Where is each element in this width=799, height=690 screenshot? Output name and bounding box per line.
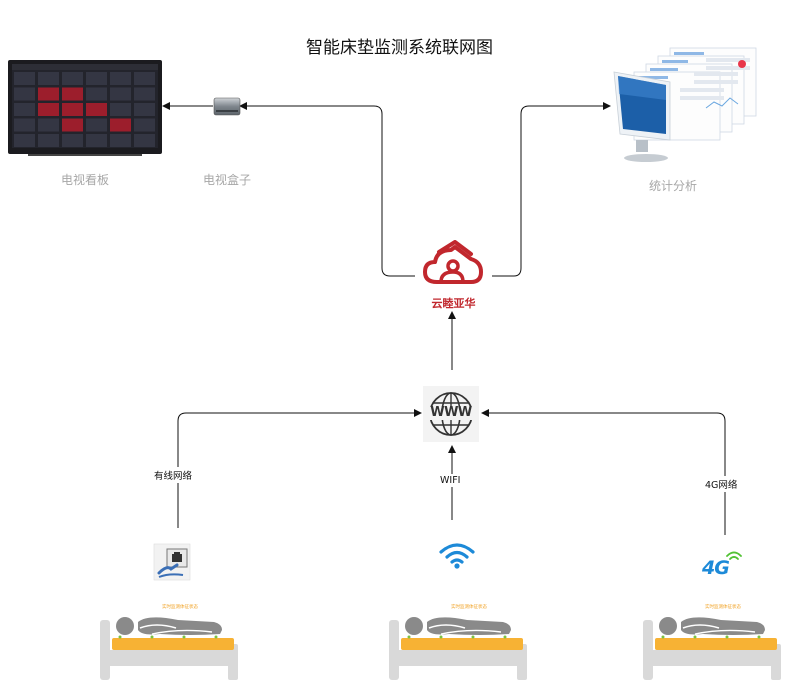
- tv-dashboard-cell: [14, 103, 35, 116]
- tv-dashboard-cell: [38, 103, 59, 116]
- tv-dashboard-cell: [62, 118, 83, 132]
- monitor-analytics-icon: [613, 47, 757, 162]
- globe-text: WWW: [430, 405, 472, 420]
- globe-icon: [426, 392, 476, 436]
- tv-dashboard-cell: [38, 118, 59, 132]
- edge-4g-to-internet: [481, 409, 726, 535]
- cloud-logo-text: 云睦亚华: [431, 297, 476, 310]
- tv-dashboard-cell: [62, 103, 83, 116]
- tv-dashboard-icon: [8, 60, 162, 156]
- tv-dashboard-cell: [86, 72, 107, 85]
- edge-label-wifi: WIFI: [438, 474, 463, 487]
- stats-label: 统计分析: [648, 179, 697, 193]
- diagram-title: 智能床垫监测系统联网图: [306, 38, 493, 58]
- tv-dashboard-cell: [14, 118, 35, 132]
- tv-dashboard-cell: [38, 72, 59, 85]
- bed-3: 实时监测体征状态: [643, 604, 783, 682]
- tv-dashboard-cell: [110, 103, 131, 116]
- 4g-icon: [726, 551, 742, 560]
- bed-status-tag: 实时监测体征状态: [705, 605, 741, 610]
- bed-with-person-icon: [100, 617, 238, 680]
- edge-cloud-to-stats: [492, 102, 611, 277]
- tv-dashboard-cell: [38, 87, 59, 101]
- bed-2: 实时监测体征状态: [389, 604, 529, 682]
- tv-dashboard-cell: [86, 118, 107, 132]
- tv-dashboard-cell: [134, 87, 155, 101]
- tv-dashboard-cell: [134, 72, 155, 85]
- bed-status-tag: 实时监测体征状态: [451, 605, 487, 610]
- edge-cloud-to-tvbox: [239, 102, 415, 277]
- tv-dashboard-cell: [14, 72, 35, 85]
- tv-dashboard-cell: [62, 87, 83, 101]
- tv-dashboard-cell: [14, 134, 35, 147]
- bed-1: 实时监测体征状态: [100, 604, 240, 682]
- tv-dashboard-cell: [134, 134, 155, 147]
- tv-dashboard-cell: [86, 87, 107, 101]
- tv-dashboard-cell: [134, 103, 155, 116]
- tv-dashboard-cell: [110, 72, 131, 85]
- 4g-text: 4G: [702, 557, 730, 579]
- tv-dashboard-label: 电视看板: [60, 173, 109, 187]
- cellular-node: 4G: [700, 549, 750, 583]
- edge-label-4g: 4G网络: [703, 476, 740, 492]
- tv-dashboard-cell: [110, 118, 131, 132]
- tv-box-label: 电视盒子: [202, 173, 251, 187]
- cloud-house-logo: [423, 240, 483, 284]
- ethernet-icon: [153, 543, 191, 581]
- edge-label-wired: 有线网络: [152, 467, 195, 483]
- bed-with-person-icon: [389, 617, 527, 680]
- bed-status-tag: 实时监测体征状态: [162, 605, 198, 610]
- tv-dashboard-cell: [62, 72, 83, 85]
- tv-dashboard-cell: [110, 87, 131, 101]
- bed-with-person-icon: [643, 617, 781, 680]
- tv-dashboard-cell: [86, 134, 107, 147]
- cloud-node: 云睦亚华: [415, 240, 492, 312]
- internet-node: WWW: [423, 386, 479, 442]
- tv-dashboard-cell: [14, 87, 35, 101]
- tv-dashboard-cell: [38, 134, 59, 147]
- tv-dashboard-cell: [134, 118, 155, 132]
- tv-dashboard-cell: [86, 103, 107, 116]
- tv-dashboard-cell: [110, 134, 131, 147]
- tv-dashboard-cell: [62, 134, 83, 147]
- set-top-box-icon: [213, 97, 241, 116]
- edge-wired-to-internet: [177, 409, 422, 528]
- wifi-icon: [439, 543, 475, 569]
